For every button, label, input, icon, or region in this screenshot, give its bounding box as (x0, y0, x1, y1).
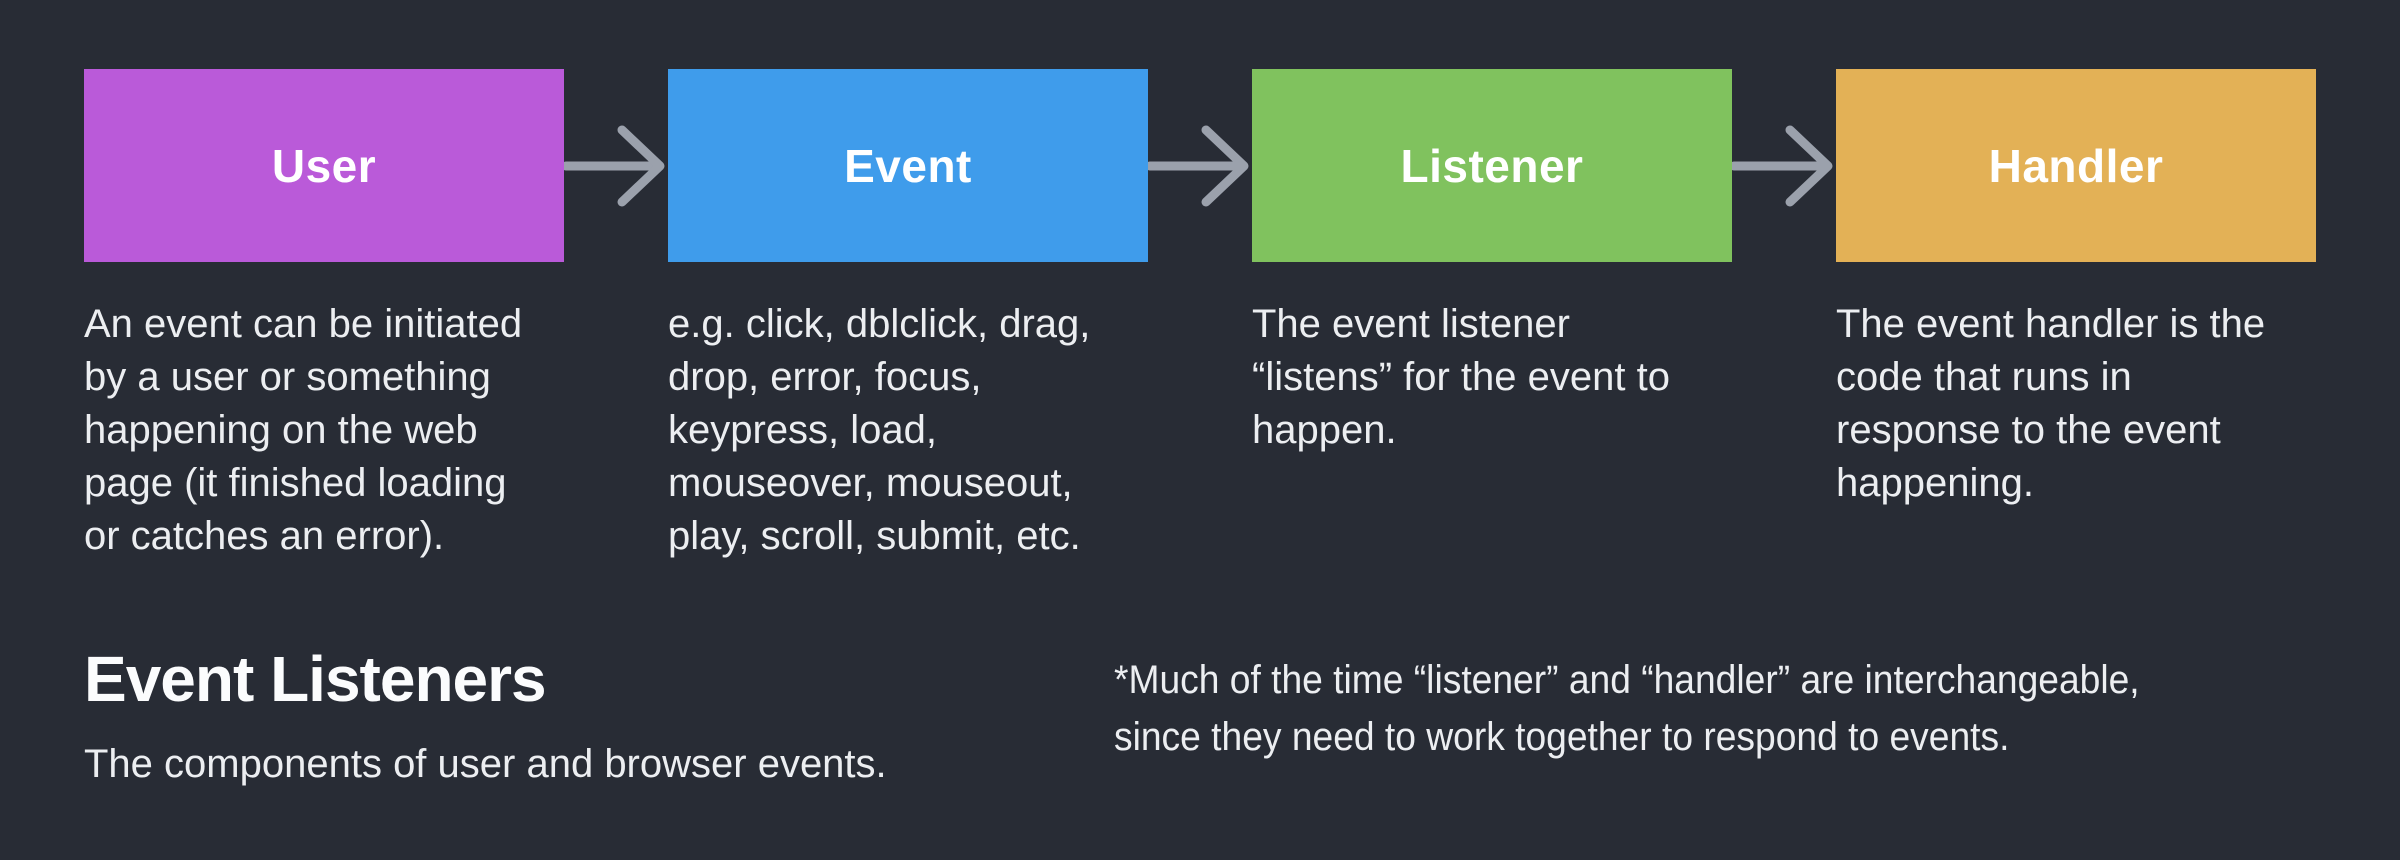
user-description: An event can be initiated by a user or so… (84, 298, 564, 563)
handler-description: The event handler is the code that runs i… (1836, 298, 2316, 510)
text-line: e.g. click, dblclick, drag, (668, 302, 1091, 346)
text-line: play, scroll, submit, etc. (668, 514, 1081, 558)
text-line: keypress, load, (668, 408, 938, 452)
user-box: User (84, 69, 564, 262)
flow-step-listener: Listener The event listener “listens” for… (1252, 69, 1732, 563)
text-line: The event handler is the (1836, 302, 2266, 346)
text-line: or catches an error). (84, 514, 445, 558)
arrow-right-icon (1148, 69, 1252, 262)
text-line: by a user or something (84, 355, 491, 399)
page-title: Event Listeners (84, 643, 547, 715)
text-line: since they need to work together to resp… (1114, 715, 2010, 759)
text-line: An event can be initiated (84, 302, 523, 346)
flow-diagram: User An event can be initiated by a user … (84, 69, 2316, 563)
text-line: mouseover, mouseout, (668, 461, 1073, 505)
text-line: page (it finished loading (84, 461, 507, 505)
event-box-label: Event (844, 139, 972, 192)
arrow-right-icon (1732, 69, 1836, 262)
event-description: e.g. click, dblclick, drag, drop, error, … (668, 298, 1148, 563)
footer-heading-block: Event Listeners The components of user a… (84, 642, 887, 787)
handler-box-label: Handler (1988, 139, 2164, 192)
text-line: The event listener (1252, 302, 1570, 346)
text-line: happening. (1836, 461, 2034, 505)
flow-step-user: User An event can be initiated by a user … (84, 69, 564, 563)
flow-step-handler: Handler The event handler is the code tha… (1836, 69, 2316, 563)
text-line: happening on the web (84, 408, 478, 452)
listener-description: The event listener “listens” for the even… (1252, 298, 1732, 457)
text-line: happen. (1252, 408, 1397, 452)
listener-box-label: Listener (1400, 139, 1584, 192)
text-line: *Much of the time “listener” and “handle… (1114, 658, 2140, 702)
flow-step-event: Event e.g. click, dblclick, drag, drop, e… (668, 69, 1148, 563)
text-line: “listens” for the event to (1252, 355, 1670, 399)
user-box-label: User (271, 139, 377, 192)
arrow-right-icon (564, 69, 668, 262)
text-line: response to the event (1836, 408, 2221, 452)
listener-box: Listener (1252, 69, 1732, 262)
text-line: drop, error, focus, (668, 355, 982, 399)
event-box: Event (668, 69, 1148, 262)
text-line: code that runs in (1836, 355, 2132, 399)
page-subtitle: The components of user and browser event… (84, 742, 887, 786)
footnote: *Much of the time “listener” and “handle… (1114, 652, 2140, 766)
handler-box: Handler (1836, 69, 2316, 262)
